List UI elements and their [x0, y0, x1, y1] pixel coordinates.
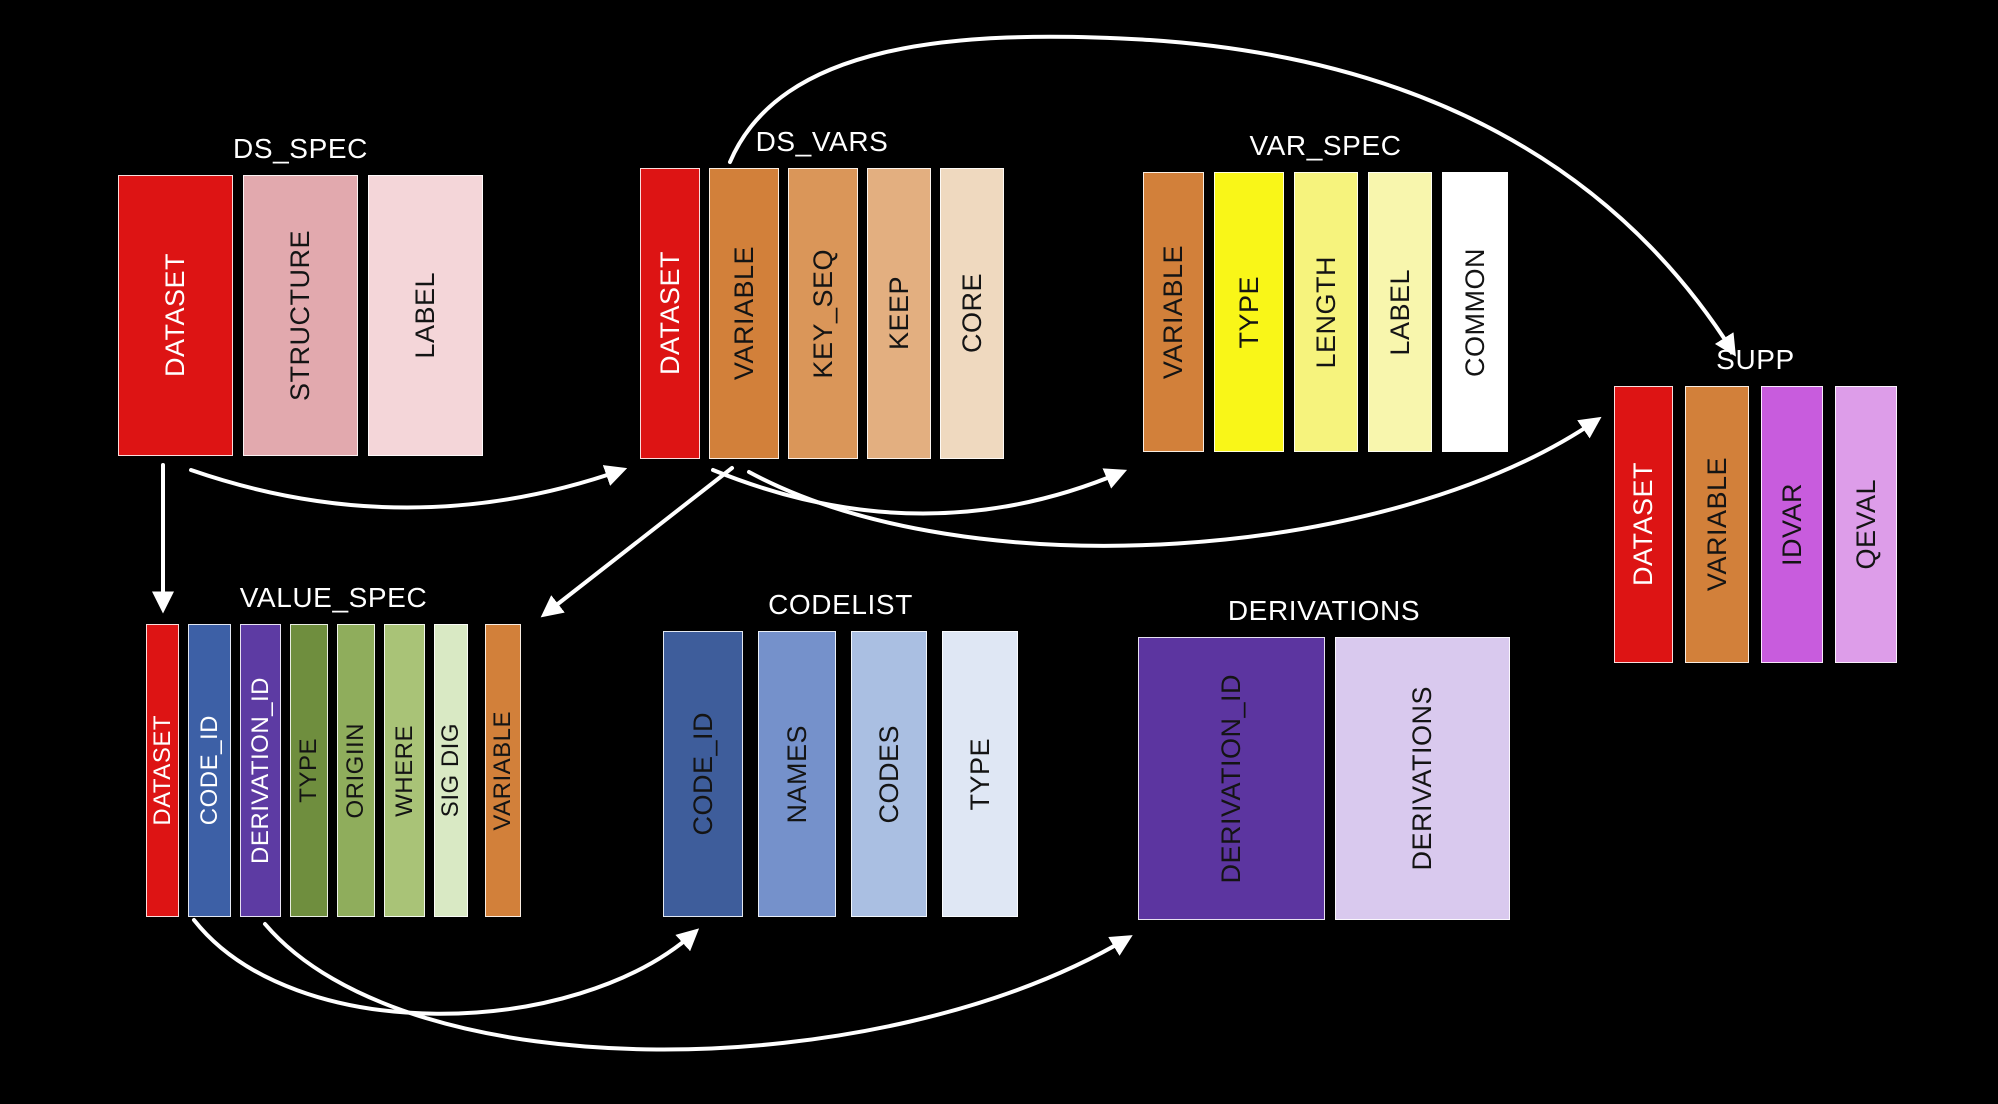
column-label: DATASET: [148, 715, 176, 826]
column-label: QEVAL: [1850, 479, 1881, 570]
column-key-seq: KEY_SEQ: [788, 168, 858, 459]
column-type: TYPE: [290, 624, 328, 917]
table-ds-vars: DS_VARS DATASET VARIABLE KEY_SEQ KEEP CORE: [640, 120, 1004, 459]
column-keep: KEEP: [867, 168, 931, 459]
column-label: CORE: [956, 273, 987, 354]
column-label: VARIABLE: [728, 246, 759, 381]
column-variable: VARIABLE: [485, 624, 521, 917]
table-derivations: DERIVATIONS DERIVATION_ID DERIVATIONS: [1138, 589, 1510, 920]
column-label: DATASET: [654, 251, 685, 376]
table-columns-ds-spec: DATASET STRUCTURE LABEL: [118, 175, 483, 456]
column-names: NAMES: [758, 631, 836, 917]
column-dataset: DATASET: [118, 175, 233, 456]
column-label: DERIVATION_ID: [246, 677, 274, 864]
column-dataset: DATASET: [146, 624, 179, 917]
table-var-spec: VAR_SPEC VARIABLE TYPE LENGTH LABEL COMMON: [1143, 124, 1508, 452]
column-label: LABEL: [410, 272, 440, 359]
column-dataset: DATASET: [640, 168, 700, 459]
table-value-spec: VALUE_SPEC DATASET CODE_ID DERIVATION_ID TYP…: [146, 576, 521, 917]
column-variable: VARIABLE: [1685, 386, 1749, 663]
column-label: DERIVATION_ID: [1216, 673, 1246, 884]
table-columns-codelist: CODE_ID NAMES CODES TYPE: [663, 631, 1018, 917]
column-variable: VARIABLE: [1143, 172, 1204, 452]
table-title-derivations: DERIVATIONS: [1227, 595, 1421, 626]
column-common: COMMON: [1442, 172, 1508, 452]
column-label: ORIGIIN: [342, 722, 369, 819]
column-label: LENGTH: [1310, 255, 1341, 369]
column-label: VARIABLE: [1701, 457, 1732, 592]
column-label: VARIABLE: [489, 710, 516, 831]
column-code-id: CODE_ID: [188, 624, 231, 917]
column-label: COMMON: [1459, 247, 1490, 377]
column-label: LABEL: [368, 175, 483, 456]
table-title-codelist: CODELIST: [768, 589, 913, 620]
column-length: LENGTH: [1294, 172, 1358, 452]
column-label: TYPE: [1233, 275, 1264, 349]
column-label: IDVAR: [1776, 482, 1807, 566]
column-where: WHERE: [384, 624, 425, 917]
table-title-supp: SUPP: [1716, 344, 1795, 375]
column-type: TYPE: [942, 631, 1018, 917]
table-title-ds-spec: DS_SPEC: [233, 133, 368, 164]
column-type: TYPE: [1214, 172, 1284, 452]
arrow-ds-vars-to-var-spec: [711, 468, 1128, 516]
column-dataset: DATASET: [1614, 386, 1673, 663]
table-columns-var-spec: VARIABLE TYPE LENGTH LABEL COMMON: [1143, 172, 1508, 452]
table-codelist: CODELIST CODE_ID NAMES CODES TYPE: [663, 583, 1018, 917]
column-label: LABEL: [1368, 172, 1432, 452]
column-label: KEY_SEQ: [807, 248, 838, 379]
column-codes: CODES: [851, 631, 927, 917]
column-label: WHERE: [390, 724, 418, 817]
table-title-ds-vars: DS_VARS: [755, 126, 889, 157]
column-label: NAMES: [781, 724, 812, 824]
column-label: CODE_ID: [195, 715, 223, 826]
column-label: TYPE: [964, 737, 995, 811]
arrow-value-spec-to-codelist: [192, 918, 700, 1016]
table-columns-ds-vars: DATASET VARIABLE KEY_SEQ KEEP CORE: [640, 168, 1004, 459]
table-title-var-spec: VAR_SPEC: [1249, 130, 1402, 161]
table-columns-supp: DATASET VARIABLE IDVAR QEVAL: [1614, 386, 1897, 663]
column-label: DATASET: [1628, 462, 1658, 587]
column-label: DATASET: [160, 253, 190, 378]
table-columns-value-spec: DATASET CODE_ID DERIVATION_ID TYPE ORIGIIN WH…: [146, 624, 521, 917]
column-sig-dig: SIG DIG: [434, 624, 468, 917]
column-label: STRUCTURE: [285, 230, 315, 401]
table-supp: SUPP DATASET VARIABLE IDVAR QEVAL: [1614, 338, 1897, 663]
column-label: CODE_ID: [687, 712, 718, 836]
column-code-id: CODE_ID: [663, 631, 743, 917]
column-label: VARIABLE: [1158, 244, 1188, 380]
arrow-ds-spec-to-ds-vars: [189, 465, 628, 510]
column-label: DERIVATIONS: [1407, 686, 1437, 871]
arrow-value-spec-to-derivations: [263, 922, 1133, 1052]
table-title-value-spec: VALUE_SPEC: [239, 582, 428, 613]
column-label: TYPE: [295, 738, 322, 803]
column-origiin: ORIGIIN: [337, 624, 375, 917]
table-columns-derivations: DERIVATION_ID DERIVATIONS: [1138, 637, 1510, 920]
column-idvar: IDVAR: [1761, 386, 1823, 663]
column-derivation-id: DERIVATION_ID: [1138, 637, 1325, 920]
column-label: KEEP: [883, 276, 914, 351]
column-derivations: DERIVATIONS: [1335, 637, 1510, 920]
column-label: LABEL: [1384, 268, 1415, 356]
column-variable: VARIABLE: [709, 168, 779, 459]
column-label: SIG DIG: [437, 723, 464, 818]
column-derivation-id: DERIVATION_ID: [240, 624, 281, 917]
table-ds-spec: DS_SPEC DATASET STRUCTURE LABEL: [118, 127, 483, 456]
column-label: CODES: [873, 724, 904, 824]
column-core: CORE: [940, 168, 1004, 459]
column-structure: STRUCTURE: [243, 175, 358, 456]
column-qeval: QEVAL: [1835, 386, 1897, 663]
